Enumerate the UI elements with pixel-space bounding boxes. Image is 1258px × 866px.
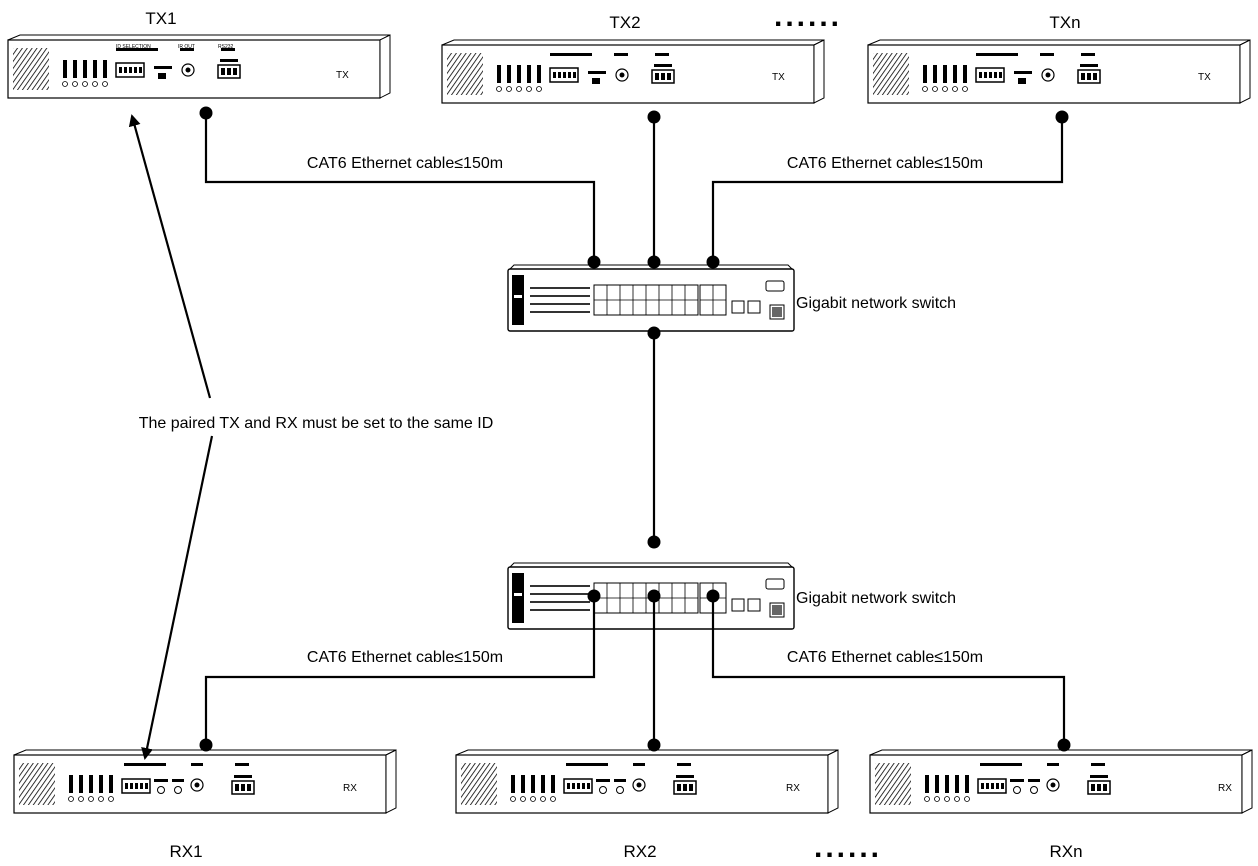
switch-bottom-label: Gigabit network switch — [796, 590, 956, 607]
txn-label: TXn — [1049, 13, 1080, 32]
rx2-label: RX2 — [623, 842, 656, 861]
rx2-tag: RX — [786, 783, 800, 794]
cable-switch-rx1 — [204, 596, 596, 745]
tx1-tag: TX — [336, 70, 349, 81]
tx-ellipsis: ...... — [774, 0, 842, 33]
rx2-device — [455, 749, 839, 814]
cable-label-rx-right: CAT6 Ethernet cable≤150m — [787, 649, 983, 666]
cable-switch-rxn — [711, 596, 1066, 745]
rxn-device — [869, 749, 1253, 814]
rx1-tag: RX — [343, 783, 357, 794]
rxn-tag: RX — [1218, 783, 1232, 794]
tx1-panel-text: ID SELECTION IR OUT RS232 — [116, 44, 234, 50]
rx1-label: RX1 — [169, 842, 202, 861]
pairing-note: The paired TX and RX must be set to the … — [139, 415, 494, 432]
cable-txn-switch — [711, 117, 1064, 262]
rxn-label: RXn — [1049, 842, 1082, 861]
cable-connectors — [199, 106, 1071, 752]
pairing-arrow-down — [141, 435, 214, 760]
rx1-device — [13, 749, 397, 814]
switch-top-label: Gigabit network switch — [796, 295, 956, 312]
rx-ellipsis: ...... — [814, 831, 882, 864]
cable-label-tx-left: CAT6 Ethernet cable≤150m — [307, 155, 503, 172]
cable-tx1-switch — [204, 113, 596, 262]
tx1-label: TX1 — [145, 9, 176, 28]
svg-text:ID SELECTION: ID SELECTION — [116, 44, 151, 50]
tx2-device — [441, 39, 825, 104]
tx1-device — [7, 34, 391, 99]
tx2-tag: TX — [772, 72, 785, 83]
switch-top — [507, 264, 795, 332]
cable-label-rx-left: CAT6 Ethernet cable≤150m — [307, 649, 503, 666]
cable-label-tx-right: CAT6 Ethernet cable≤150m — [787, 155, 983, 172]
pairing-arrow-up — [128, 114, 212, 399]
tx2-label: TX2 — [609, 13, 640, 32]
svg-text:IR OUT: IR OUT — [178, 44, 195, 50]
txn-tag: TX — [1198, 72, 1211, 83]
svg-text:RS232: RS232 — [218, 44, 234, 50]
txn-device — [867, 39, 1251, 104]
